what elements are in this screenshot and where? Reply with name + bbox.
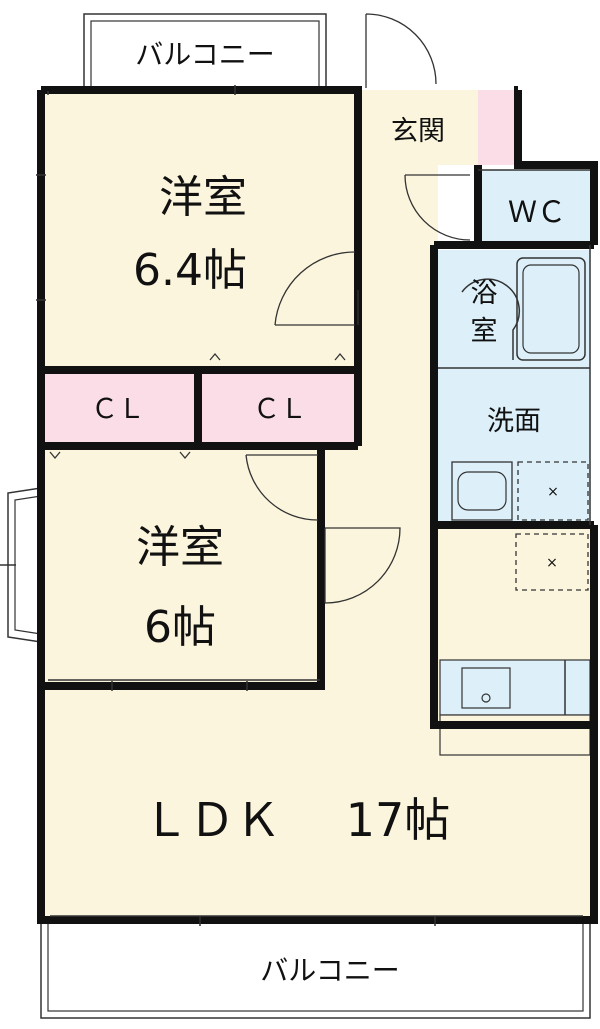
- balcony-bottom: [40, 919, 591, 1019]
- western1-size: 6.4帖: [133, 245, 247, 296]
- svg-text:×: ×: [547, 484, 559, 500]
- wc-area: [478, 170, 594, 245]
- wash-basin: [451, 461, 513, 521]
- balcony-top: [83, 13, 327, 89]
- door-swings: [49, 13, 471, 604]
- western2-size: 6帖: [144, 602, 216, 653]
- bath-label-1: 浴: [471, 278, 498, 309]
- washroom-label: 洗面: [487, 406, 541, 437]
- genkan-tile: [478, 90, 518, 165]
- western1-name: 洋室: [159, 172, 247, 223]
- balcony-top-label: バルコニー: [135, 38, 274, 71]
- appliance-spaces: × ×: [515, 461, 589, 591]
- genkan-area: [358, 90, 478, 165]
- svg-text:×: ×: [546, 555, 558, 571]
- window-ticks: [0, 85, 583, 926]
- closet-right-label: ＣＬ: [253, 394, 307, 425]
- genkan-label: 玄関: [391, 116, 445, 147]
- bathtub: [516, 257, 586, 361]
- closet-left: [41, 370, 198, 442]
- western2-name: 洋室: [136, 522, 224, 573]
- closet-right: [202, 370, 358, 442]
- outer-walls: [37, 86, 598, 924]
- ldk-name: ＬＤＫ: [143, 793, 281, 847]
- ldk-size: 17帖: [346, 793, 451, 847]
- closet-left-label: ＣＬ: [91, 394, 145, 425]
- balcony-bottom-label: バルコニー: [260, 954, 399, 987]
- wc-label: ＷＣ: [508, 195, 566, 229]
- bath-label-2: 室: [471, 316, 498, 347]
- western-room-1: [41, 90, 358, 370]
